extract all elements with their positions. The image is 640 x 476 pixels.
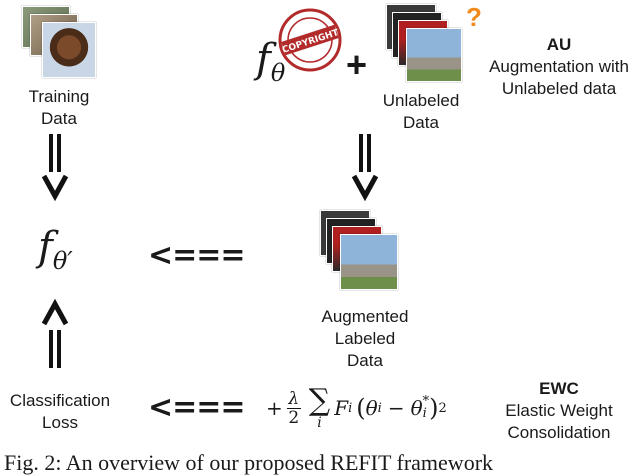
training-image-stack [20,4,100,82]
unlabeled-data-label: Unlabeled Data [382,91,460,132]
stonehenge-image [406,28,462,82]
plus-sign: + [346,44,368,85]
model-f-theta: fθ [256,36,286,87]
ewc-label: EWC Elastic Weight Consolidation [505,379,613,442]
unlabeled-image-stack [384,2,464,86]
down-arrow-left [41,134,69,202]
dog-image [42,22,96,78]
left-arrow-bottom: <=== [148,390,246,425]
augmented-image-stack [318,208,404,292]
left-arrow-top: <=== [148,238,246,273]
au-label: AU Augmentation with Unlabeled data [489,35,629,98]
augmented-data-label: Augmented Labeled Data [321,307,409,370]
model-f-theta-prime: fθ′ [38,224,73,275]
classification-loss-label: Classification Loss [9,391,111,432]
up-arrow [41,298,69,368]
question-mark: ? [466,2,482,32]
training-data-label: Training Data [28,87,90,128]
figure-caption: Fig. 2: An overview of our proposed REFI… [4,450,494,475]
copyright-stamp-icon: COPYRIGHT [278,8,342,72]
down-arrow-right [351,134,379,202]
